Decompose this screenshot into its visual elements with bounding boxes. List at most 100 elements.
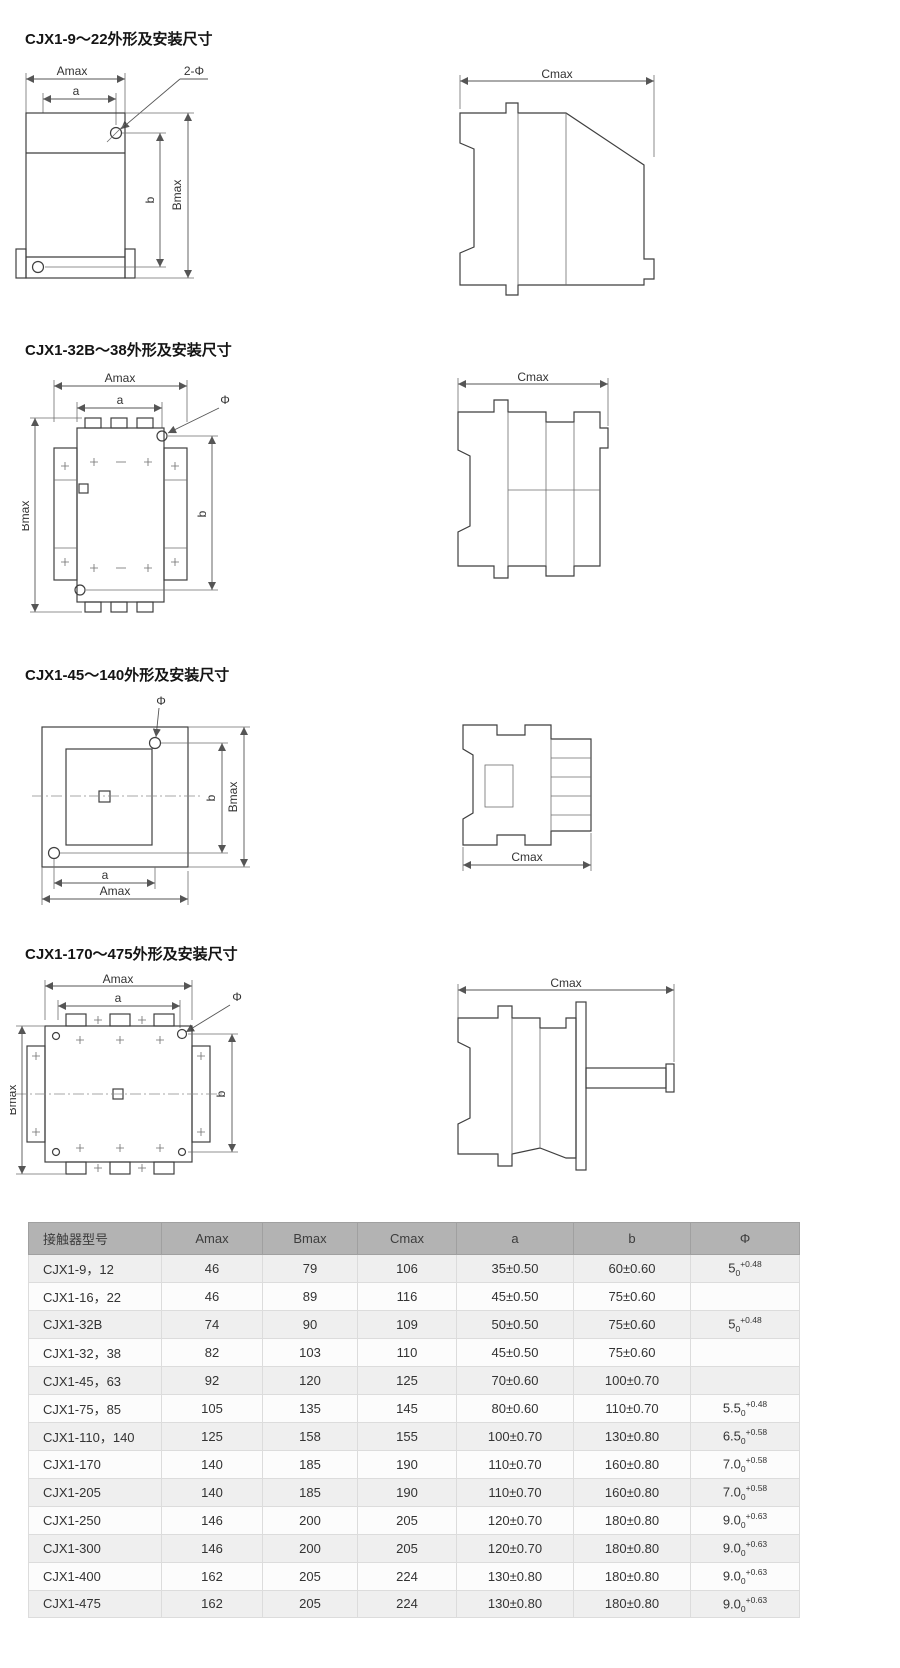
column-header-0: 接触器型号 <box>28 1222 162 1255</box>
cell-amax: 74 <box>161 1310 263 1339</box>
side-view-drawing-4: Cmax <box>457 976 675 1171</box>
cell-bmax: 135 <box>262 1393 358 1423</box>
body-outline <box>25 112 126 279</box>
cell-b: 180±0.80 <box>573 1505 691 1535</box>
cell-phi <box>690 1282 800 1311</box>
side-arm <box>585 1067 667 1089</box>
mounting-hole <box>74 584 86 596</box>
dim-label-b: b <box>195 510 209 517</box>
cell-model: CJX1-16，22 <box>28 1282 162 1311</box>
phi-lower-tolerance: 0 <box>740 1547 746 1558</box>
cell-a: 45±0.50 <box>456 1337 574 1367</box>
cell-model: CJX1-475 <box>28 1589 162 1619</box>
cell-model: CJX1-300 <box>28 1533 162 1563</box>
section-cjx1-170-475: CJX1-170～475外形及安装尺寸 Amax a <box>0 943 900 1192</box>
phi-lower-tolerance: 0 <box>735 1267 741 1278</box>
section-title-4: CJX1-170～475外形及安装尺寸 <box>25 946 238 963</box>
center-square <box>98 790 111 803</box>
phi-upper-tolerance: +0.63 <box>745 1510 768 1521</box>
cell-model: CJX1-400 <box>28 1561 162 1591</box>
dim-label-phi: Φ <box>232 990 242 1004</box>
dim-cmax: Cmax <box>457 976 675 1062</box>
phi-lower-tolerance: 0 <box>740 1407 746 1418</box>
phi-lower-tolerance: 0 <box>740 1491 746 1502</box>
mounting-hole <box>177 1147 187 1157</box>
phi-upper-tolerance: +0.58 <box>745 1454 768 1465</box>
phi-base: 9.0 <box>722 1595 741 1611</box>
mounting-hole <box>31 260 45 274</box>
dim-cmax: Cmax <box>462 833 592 871</box>
cell-bmax: 103 <box>262 1337 358 1367</box>
phi-upper-tolerance: +0.48 <box>745 1398 768 1409</box>
phi-upper-tolerance: +0.63 <box>745 1594 768 1605</box>
body-outline <box>76 427 165 603</box>
dim-a: a <box>57 991 181 1028</box>
mounting-hole <box>51 1147 61 1157</box>
left-rail <box>53 447 78 581</box>
drawing-row-1: Amax a 2-Φ <box>0 59 900 315</box>
cell-bmax: 89 <box>262 1282 358 1311</box>
cell-cmax: 106 <box>357 1254 457 1283</box>
mounting-hole <box>148 736 162 750</box>
drawing-row-2: Amax a Φ <box>0 370 900 640</box>
phi-base: 5 <box>728 1260 736 1276</box>
phi-upper-tolerance: +0.58 <box>745 1482 768 1493</box>
cell-amax: 125 <box>161 1421 263 1451</box>
cell-b: 75±0.60 <box>573 1310 691 1339</box>
phi-upper-tolerance: +0.58 <box>745 1426 768 1437</box>
front-view-drawing-2: Amax a Φ <box>22 371 230 613</box>
cell-amax: 92 <box>161 1365 263 1395</box>
dim-amax: Amax <box>41 867 189 905</box>
phi-upper-tolerance: +0.63 <box>745 1566 768 1577</box>
callout-phi: Φ <box>167 393 230 434</box>
cell-b: 75±0.60 <box>573 1282 691 1311</box>
cell-b: 130±0.80 <box>573 1421 691 1451</box>
section-title-3: CJX1-45～140外形及安装尺寸 <box>25 667 230 684</box>
cell-a: 45±0.50 <box>456 1282 574 1311</box>
section-cjx1-45-140: CJX1-45～140外形及安装尺寸 Φ <box>0 664 900 919</box>
side-body <box>462 724 592 846</box>
cell-b: 180±0.80 <box>573 1533 691 1563</box>
cell-cmax: 205 <box>357 1505 457 1535</box>
cell-amax: 105 <box>161 1393 263 1423</box>
dim-label-b: b <box>204 794 218 801</box>
mounting-hole <box>156 430 168 442</box>
section-cjx1-9-22: CJX1-9～22外形及安装尺寸 Amax a <box>0 28 900 315</box>
cell-phi <box>690 1365 800 1395</box>
dim-label-amax: Amax <box>57 64 88 78</box>
dim-label-bmax: Bmax <box>10 1085 19 1116</box>
callout-phi: Φ <box>152 695 166 738</box>
column-header-6: Φ <box>690 1222 800 1255</box>
cell-a: 100±0.70 <box>456 1421 574 1451</box>
cell-a: 110±0.70 <box>456 1477 574 1507</box>
section-title-2: CJX1-32B～38外形及安装尺寸 <box>25 342 232 359</box>
front-body <box>53 417 188 613</box>
cell-b: 160±0.80 <box>573 1449 691 1479</box>
cell-cmax: 155 <box>357 1421 457 1451</box>
inner-detail <box>484 764 514 808</box>
dim-cmax: Cmax <box>459 67 655 157</box>
cell-a: 70±0.60 <box>456 1365 574 1395</box>
cell-amax: 146 <box>161 1505 263 1535</box>
cell-b: 110±0.70 <box>573 1393 691 1423</box>
cell-model: CJX1-170 <box>28 1449 162 1479</box>
cell-phi: 50+0.48 <box>690 1310 800 1339</box>
dim-label-a: a <box>102 868 109 882</box>
left-foot <box>15 248 27 279</box>
dim-label-phi: Φ <box>156 695 166 708</box>
cell-cmax: 125 <box>357 1365 457 1395</box>
dim-a: a <box>76 393 163 428</box>
cell-phi: 9.00+0.63 <box>690 1505 800 1535</box>
dim-label-2phi: 2-Φ <box>184 64 204 78</box>
cell-model: CJX1-250 <box>28 1505 162 1535</box>
phi-base: 9.0 <box>722 1512 741 1528</box>
dim-bmax: Bmax <box>22 417 82 613</box>
column-header-5: b <box>573 1222 691 1255</box>
dim-label-amax: Amax <box>105 371 136 385</box>
cell-b: 60±0.60 <box>573 1254 691 1283</box>
phi-lower-tolerance: 0 <box>740 1603 746 1614</box>
cell-amax: 82 <box>161 1337 263 1367</box>
dim-bmax: Bmax <box>188 726 250 868</box>
cell-cmax: 224 <box>357 1561 457 1591</box>
